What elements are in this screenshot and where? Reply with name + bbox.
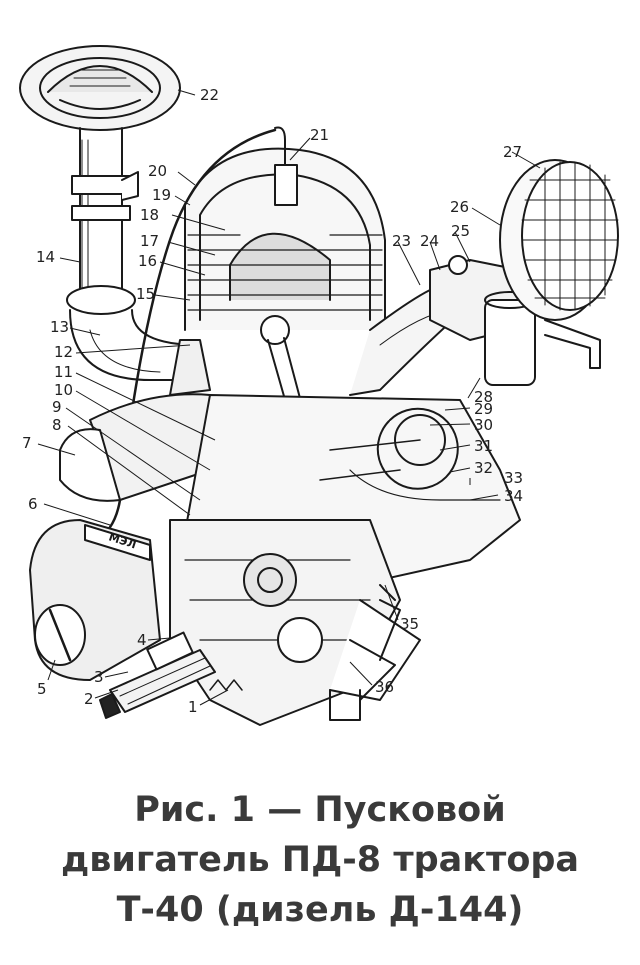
callout-11: 11 (54, 363, 74, 381)
callout-34: 34 (504, 487, 524, 505)
caption-line-3: Т-40 (дизель Д-144) (116, 890, 524, 930)
callout-29: 29 (474, 400, 494, 418)
callout-36: 36 (375, 678, 395, 696)
callout-1: 1 (188, 698, 198, 716)
callout-8: 8 (52, 416, 62, 434)
callout-17: 17 (140, 232, 160, 250)
carburetor-air-cleaner (499, 159, 619, 321)
callout-23: 23 (392, 232, 412, 250)
callout-16: 16 (138, 252, 158, 270)
callout-6: 6 (28, 495, 38, 513)
engine-illustration: МЭЛ 1 2 (19, 45, 619, 726)
callout-21: 21 (310, 126, 330, 144)
callout-12: 12 (54, 343, 74, 361)
caption-line-2: двигатель ПД-8 трактора (60, 840, 580, 880)
callout-7: 7 (22, 434, 32, 452)
engine-drawing: МЭЛ (19, 45, 619, 726)
callout-35: 35 (400, 615, 420, 633)
callout-26: 26 (450, 198, 470, 216)
callout-15: 15 (136, 285, 156, 303)
callout-20: 20 (148, 162, 168, 180)
callout-14: 14 (36, 248, 56, 266)
callout-30: 30 (474, 416, 494, 434)
callout-13: 13 (50, 318, 70, 336)
air-filter-cap (19, 45, 181, 131)
callout-2: 2 (84, 690, 94, 708)
callout-33: 33 (504, 469, 524, 487)
reduction-gear-housing (169, 519, 421, 726)
callout-10: 10 (54, 381, 74, 399)
callout-18: 18 (140, 206, 160, 224)
callout-19: 19 (152, 186, 172, 204)
caption-line-1: Рис. 1 — Пусковой (134, 790, 506, 830)
leader-lines (37, 89, 541, 706)
callout-4: 4 (137, 631, 147, 649)
cylinder-head (184, 126, 386, 331)
callout-5: 5 (37, 680, 47, 698)
callout-3: 3 (94, 668, 104, 686)
magneto (29, 519, 161, 681)
figure-caption: Рис. 1 — Пусковой двигатель ПД-8 трактор… (20, 785, 620, 935)
callout-9: 9 (52, 398, 62, 416)
starter-shaft (99, 631, 243, 719)
callout-25: 25 (451, 222, 471, 240)
callout-31: 31 (474, 437, 494, 455)
callout-22: 22 (200, 86, 220, 104)
callout-32: 32 (474, 459, 494, 477)
callout-27: 27 (503, 143, 523, 161)
callout-28: 28 (474, 388, 494, 406)
callout-24: 24 (420, 232, 440, 250)
